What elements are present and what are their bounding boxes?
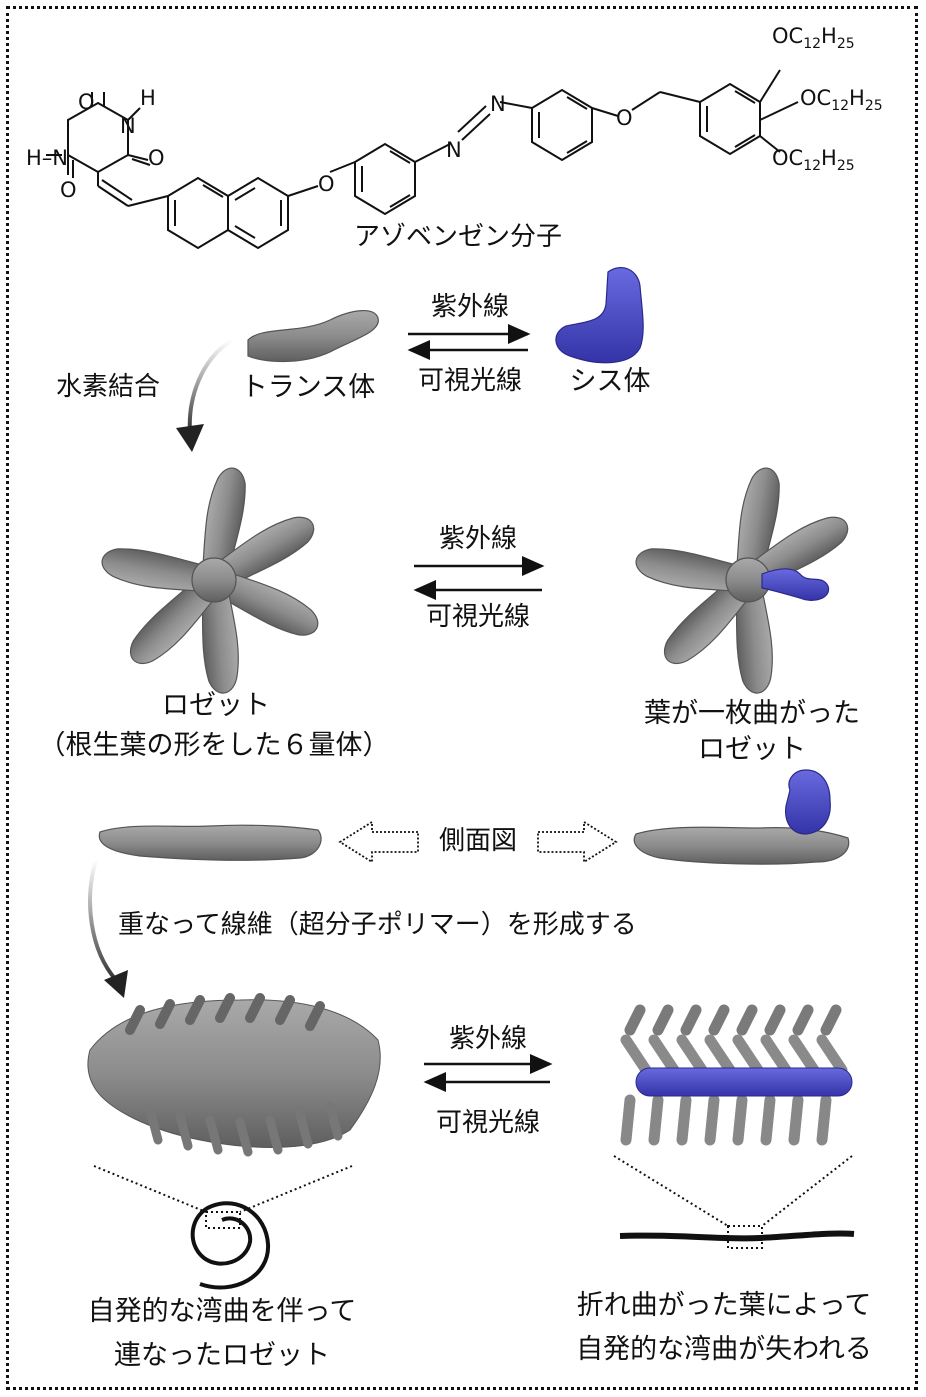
cis-label: シス体 (570, 364, 651, 400)
alkoxy-mid: OC12H25 (800, 86, 883, 114)
alkoxy-bottom: OC12H25 (772, 146, 855, 174)
atom-n1: N (120, 114, 136, 138)
hbond-label: 水素結合 (56, 370, 160, 405)
cis-isomer-model (556, 268, 643, 363)
equilibrium-arrows-1 (408, 334, 528, 350)
vis-label-2: 可視光線 (426, 600, 530, 635)
straight-fiber-label-2: 自発的な湾曲が失われる (576, 1332, 872, 1368)
trans-isomer-model (248, 311, 378, 362)
trans-label: トランス体 (241, 370, 375, 406)
side-view-rosette (99, 825, 321, 860)
rosette-label: ロゼット (162, 688, 270, 724)
molecule-name: アゾベンゼン分子 (354, 220, 562, 255)
straight-fiber-line (620, 1233, 854, 1238)
atom-o-ether1: O (318, 172, 335, 196)
uv-label-2: 紫外線 (439, 522, 517, 557)
spiral-icon (193, 1203, 268, 1287)
vis-label-3: 可視光線 (436, 1106, 540, 1141)
bent-rosette-model (633, 465, 854, 694)
uv-label-3: 紫外線 (449, 1022, 527, 1057)
side-view-bent-rosette (634, 770, 848, 864)
atom-o1: O (78, 90, 95, 114)
hollow-arrow-right (538, 822, 616, 862)
atom-n-azo2: N (490, 92, 506, 116)
atom-o3: O (60, 178, 77, 202)
atom-o-ether2: O (616, 106, 633, 130)
hbond-arrow (176, 340, 232, 452)
vis-label-1: 可視光線 (418, 364, 522, 399)
curved-fiber-label-1: 自発的な湾曲を伴って (88, 1294, 357, 1330)
atom-h1: H (140, 86, 156, 110)
atom-hn: H–N (26, 146, 68, 170)
equilibrium-arrows-3 (424, 1064, 550, 1082)
curved-fiber-label-2: 連なったロゼット (114, 1338, 330, 1374)
atom-n-azo1: N (446, 138, 462, 162)
bent-rosette-label-2: ロゼット (698, 732, 806, 768)
straight-fiber-model (612, 1010, 854, 1140)
hollow-arrow-left (340, 822, 418, 862)
side-view-label: 側面図 (439, 824, 517, 859)
uv-label-1: 紫外線 (431, 290, 509, 325)
stack-caption: 重なって線維（超分子ポリマー）を形成する (118, 908, 637, 943)
equilibrium-arrows-2 (414, 566, 542, 590)
curved-fiber-model (88, 998, 380, 1152)
atom-o2: O (148, 146, 165, 170)
rosette-sublabel: （根生葉の形をした６量体） (39, 728, 390, 764)
rosette-model (99, 465, 324, 694)
straight-fiber-label-1: 折れ曲がった葉によって (577, 1288, 872, 1324)
bent-rosette-label-1: 葉が一枚曲がった (644, 696, 860, 732)
alkoxy-top: OC12H25 (772, 24, 855, 52)
